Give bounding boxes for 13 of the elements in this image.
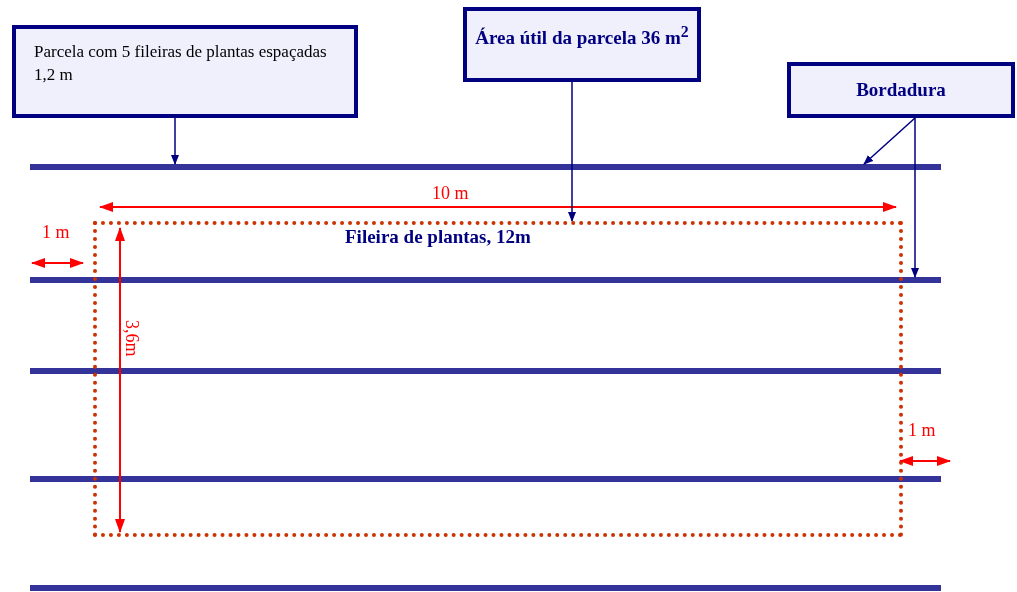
- callout-box: Área útil da parcela 36 m$^{2}$: [463, 7, 701, 82]
- callout-box: Bordadura: [787, 62, 1015, 118]
- leader-arrow: [568, 81, 576, 222]
- dimension-label: 1 m: [42, 222, 70, 243]
- leader-arrow: [171, 117, 179, 165]
- row-label: Fileira de plantas, 12m: [345, 226, 531, 248]
- useful-area-outline: [93, 221, 903, 537]
- leader-arrow: [911, 117, 919, 278]
- leader-arrow: [863, 117, 916, 165]
- dimension-label: 1 m: [908, 420, 936, 441]
- callout-box: Parcela com 5 fileiras de plantas espaçadas 1,2 m: [12, 25, 358, 118]
- dimension-label: 10 m: [432, 183, 469, 204]
- dimension-label: 3,6m: [121, 320, 142, 357]
